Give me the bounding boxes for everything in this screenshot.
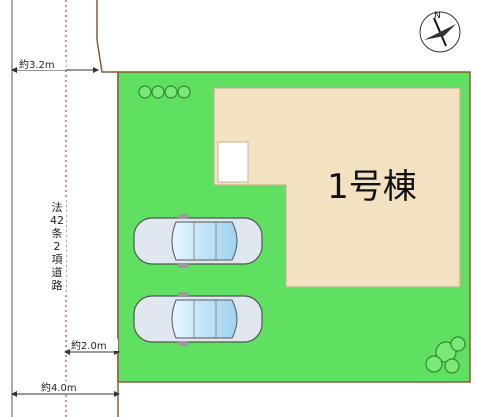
svg-text:N: N — [434, 11, 441, 21]
entrance-porch — [217, 141, 249, 183]
road-label-char: 条 — [52, 226, 63, 240]
shrub-icon — [164, 85, 178, 99]
dimension-road-top: 約3.2m — [11, 58, 99, 73]
dimension-road-bottom: 約4.0m — [11, 381, 120, 397]
tree-icon — [425, 336, 466, 374]
compass-north-icon: N — [419, 11, 461, 53]
building-label: 1号棟 — [327, 167, 417, 207]
building-footprint — [213, 87, 461, 288]
shrub-icon — [138, 85, 152, 99]
road-width-bottom-label: 約4.0m — [41, 381, 77, 394]
shrub-icon — [177, 85, 191, 99]
shrub-icon — [151, 85, 165, 99]
road-label-char: 項 — [52, 253, 63, 266]
building: 1号棟 — [213, 87, 461, 288]
road-label-char: 42 — [50, 214, 64, 227]
road-label-char: 法 — [52, 200, 63, 214]
shrub-row — [138, 85, 191, 99]
road-width-top-label: 約3.2m — [19, 58, 55, 71]
dimension-setback: 約2.0m — [64, 339, 120, 355]
road-label-char: 路 — [52, 279, 63, 292]
car-icon — [133, 292, 263, 346]
road-label-char: 道 — [52, 265, 63, 279]
road-label-char: 2 — [54, 240, 61, 253]
car-icon — [133, 214, 263, 268]
setback-width-label: 約2.0m — [71, 339, 107, 352]
road-right-edge — [96, 0, 119, 417]
